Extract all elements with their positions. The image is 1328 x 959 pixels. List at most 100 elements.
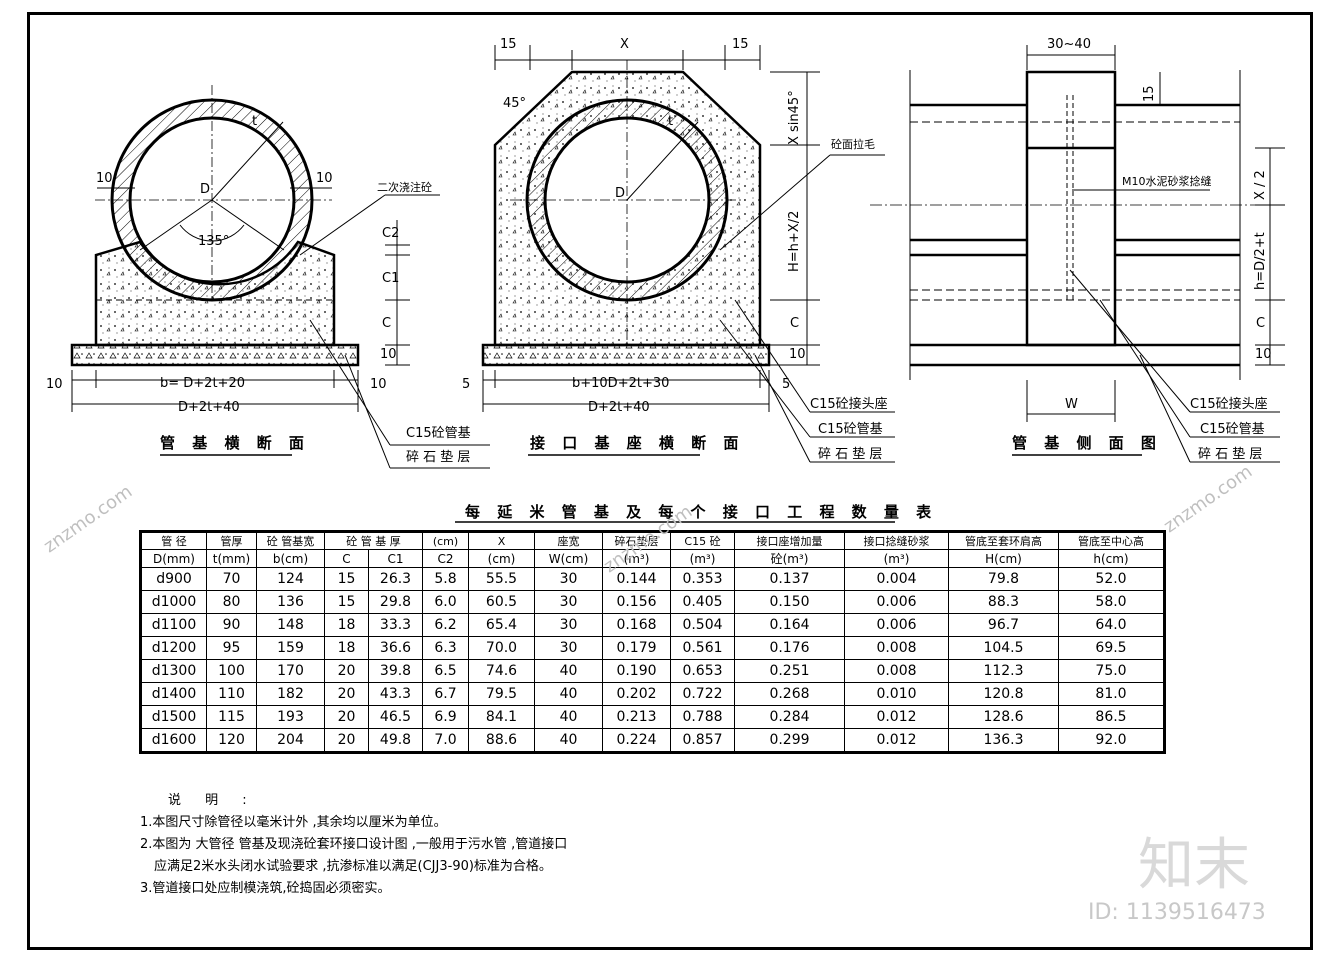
section2-title: 接 口 基 座 横 断 面 <box>530 434 745 452</box>
sub-c15-unit: (m³) <box>670 549 735 568</box>
s3-w-label: W <box>1065 397 1078 412</box>
s1-c-label: C <box>382 316 392 331</box>
table-cell: 124 <box>256 567 325 591</box>
table-cell: 81.0 <box>1058 682 1165 706</box>
table-cell: d1000 <box>140 590 207 614</box>
s3-fifteen: 15 <box>1142 85 1157 102</box>
table-cell: 104.5 <box>948 636 1059 660</box>
table-cell: 69.5 <box>1058 636 1165 660</box>
table-cell: 40 <box>534 682 603 706</box>
table-cell: 26.3 <box>368 567 423 591</box>
table-cell: 0.213 <box>602 705 671 729</box>
table-cell: 96.7 <box>948 613 1059 637</box>
notes-block: 说 明 : 1.本图尺寸除管径以毫米计外 ,其余均以厘米为单位。 2.本图为 大… <box>140 790 567 900</box>
s2-c15-base-label: C15砼管基 <box>818 422 883 437</box>
table-cell: 0.722 <box>670 682 735 706</box>
sub-mortar-unit: (m³) <box>844 549 949 568</box>
table-cell: 15 <box>324 590 369 614</box>
table-cell: 74.6 <box>468 659 535 683</box>
table-cell: 70 <box>206 567 257 591</box>
table-cell: d900 <box>140 567 207 591</box>
table-cell: 0.010 <box>844 682 949 706</box>
table-cell: 0.504 <box>670 613 735 637</box>
table-cell: 0.299 <box>734 728 845 753</box>
table-cell: 39.8 <box>368 659 423 683</box>
s1-c1-label: C1 <box>382 271 400 286</box>
table-cell: d1600 <box>140 728 207 753</box>
table-cell: 20 <box>324 705 369 729</box>
th-x: X <box>468 531 535 550</box>
table-cell: d1300 <box>140 659 207 683</box>
table-cell: 20 <box>324 728 369 753</box>
s2-ten-label: 10 <box>789 347 806 362</box>
sub-c: C <box>324 549 369 568</box>
table-cell: 0.164 <box>734 613 845 637</box>
table-cell: 70.0 <box>468 636 535 660</box>
s2-gravel-label: 碎 石 垫 层 <box>818 447 883 462</box>
table-cell: 128.6 <box>948 705 1059 729</box>
th-seat-width: 座宽 <box>534 531 603 550</box>
table-cell: 0.176 <box>734 636 845 660</box>
th-joint-mortar: 接口捻缝砂浆 <box>844 531 949 550</box>
table-cell: 49.8 <box>368 728 423 753</box>
s1-gravel-label: 碎 石 垫 层 <box>406 450 471 465</box>
table-cell: 15 <box>324 567 369 591</box>
s3-mortar-label: M10水泥砂浆捻缝 <box>1122 175 1212 188</box>
s3-c-label: C <box>1256 316 1266 331</box>
table-cell: 120 <box>206 728 257 753</box>
brand-watermark: 知末 <box>1138 833 1250 898</box>
sub-h: h(cm) <box>1058 549 1165 568</box>
s2-x-top: X <box>620 37 629 52</box>
s2-five-left: 5 <box>462 377 471 392</box>
table-cell: 43.3 <box>368 682 423 706</box>
table-cell: 58.0 <box>1058 590 1165 614</box>
table-cell: 95 <box>206 636 257 660</box>
sub-b: b(cm) <box>256 549 325 568</box>
table-cell: 0.857 <box>670 728 735 753</box>
table-cell: 100 <box>206 659 257 683</box>
table-cell: 0.156 <box>602 590 671 614</box>
table-cell: 64.0 <box>1058 613 1165 637</box>
table-cell: 29.8 <box>368 590 423 614</box>
s3-c15-base-label: C15砼管基 <box>1200 422 1265 437</box>
th-joint-seat: 接口座增加量 <box>734 531 845 550</box>
table-cell: 0.179 <box>602 636 671 660</box>
table-cell: 0.653 <box>670 659 735 683</box>
s3-ten-label: 10 <box>1255 347 1272 362</box>
sub-c2: C2 <box>422 549 469 568</box>
table-cell: 112.3 <box>948 659 1059 683</box>
th-collar-height: 管底至套环肩高 <box>948 531 1059 550</box>
table-cell: 90 <box>206 613 257 637</box>
table-cell: 182 <box>256 682 325 706</box>
s1-side-left: 10 <box>96 171 113 186</box>
table-cell: 159 <box>256 636 325 660</box>
s1-side-right: 10 <box>316 171 333 186</box>
table-cell: 88.6 <box>468 728 535 753</box>
table-cell: 115 <box>206 705 257 729</box>
table-cell: 40 <box>534 705 603 729</box>
table-cell: 92.0 <box>1058 728 1165 753</box>
table-cell: 0.006 <box>844 613 949 637</box>
table-cell: 75.0 <box>1058 659 1165 683</box>
table-cell: 84.1 <box>468 705 535 729</box>
table-cell: 110 <box>206 682 257 706</box>
table-cell: 0.012 <box>844 705 949 729</box>
th-center-height: 管底至中心高 <box>1058 531 1165 550</box>
table-cell: 204 <box>256 728 325 753</box>
note-1: 1.本图尺寸除管径以毫米计外 ,其余均以厘米为单位。 <box>140 815 447 830</box>
table-cell: 40 <box>534 728 603 753</box>
s2-d-label: D <box>615 186 626 201</box>
sub-d: D(mm) <box>140 549 207 568</box>
s3-top-width: 30~40 <box>1047 37 1091 52</box>
th-base-thick-unit: (cm) <box>422 531 469 550</box>
table-cell: 0.190 <box>602 659 671 683</box>
table-cell: 0.012 <box>844 728 949 753</box>
sub-H: H(cm) <box>948 549 1059 568</box>
